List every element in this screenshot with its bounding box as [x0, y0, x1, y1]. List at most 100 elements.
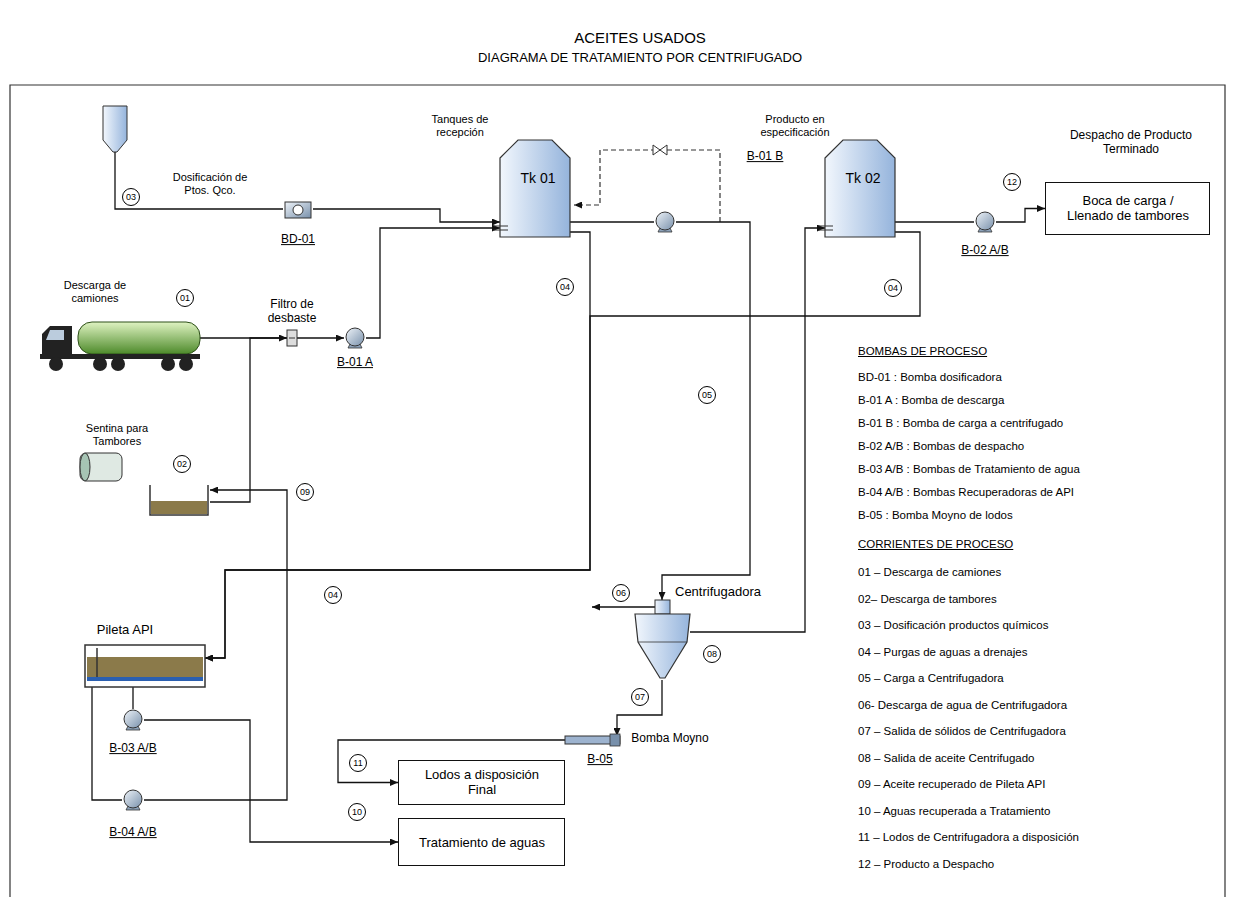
node-label: Centrifugadora: [675, 585, 761, 600]
tanker-truck: Descarga de camiones: [40, 318, 200, 372]
callout-number: 02: [173, 455, 191, 473]
node-label: Bomba Moyno: [631, 732, 708, 746]
drum-sump: Sentina para Tambores: [75, 425, 210, 517]
recirculation-line: [574, 150, 720, 222]
legend-heading: BOMBAS DE PROCESO: [858, 345, 987, 358]
filter: Filtro de desbaste: [287, 328, 297, 348]
legend-item: B-01 A : Bomba de descarga: [858, 394, 1004, 407]
tank: Tanques de recepciónTk 01: [500, 140, 570, 237]
pump: B-04 A/B: [122, 789, 144, 811]
legend-item: 01 – Descarga de camiones: [858, 566, 1001, 579]
process-line: [297, 337, 344, 338]
node-label: Filtro de desbaste: [257, 298, 327, 326]
dosing-pump-symbol: [283, 198, 313, 220]
legend-item: BD-01 : Bomba dosificadora: [858, 371, 1002, 384]
legend-item: B-02 A/B : Bombas de despacho: [858, 440, 1024, 453]
process-line: [617, 680, 662, 736]
callout-number: 04: [324, 586, 342, 604]
node-label: Tanques de recepción: [421, 113, 499, 138]
centrifuge: Centrifugadora: [635, 600, 690, 680]
process-line: [313, 209, 500, 222]
process-line: [996, 209, 1045, 223]
moyno-pump-symbol: [565, 736, 620, 744]
callout-number: 04: [556, 278, 574, 296]
callout-number: 07: [631, 688, 649, 706]
legend-item: B-03 A/B : Bombas de Tratamiento de agua: [858, 463, 1080, 476]
legend-item: B-05 : Bomba Moyno de lodos: [858, 509, 1013, 522]
node-label: Producto en especificación: [751, 113, 839, 138]
tank: Producto en especificaciónTk 02: [825, 140, 895, 237]
pump-tag: B-04 A/B: [109, 826, 156, 840]
legend-item: B-04 A/B : Bombas Recuperadoras de API: [858, 486, 1074, 499]
tanker-truck: [40, 318, 200, 372]
pump: B-02 A/B: [974, 211, 996, 233]
process-line: [205, 232, 920, 658]
pump-symbol: [122, 789, 144, 811]
legend-item: 12 – Producto a Despacho: [858, 858, 994, 871]
callout-number: 12: [1003, 173, 1021, 191]
centrifuge-symbol: [635, 600, 690, 680]
legend-item: 08 – Salida de aceite Centrifugado: [858, 752, 1034, 765]
callout-number: 08: [703, 645, 721, 663]
legend-item: 09 – Aceite recuperado de Pileta API: [858, 778, 1045, 791]
callout-number: 10: [348, 803, 366, 821]
pump: B-01 B: [654, 211, 676, 233]
callout-number: 09: [296, 483, 314, 501]
process-box: Despacho de Producto TerminadoBoca de ca…: [1045, 182, 1210, 235]
pump-tag: B-02 A/B: [961, 244, 1008, 258]
legend-item: 05 – Carga a Centrifugadora: [858, 672, 1004, 685]
process-box: Tratamiento de aguas: [398, 818, 565, 866]
callout-number: 01: [176, 289, 194, 307]
api-basin: [85, 645, 205, 687]
pump-symbol: [122, 709, 144, 731]
process-line: [205, 232, 590, 658]
process-line: [690, 228, 825, 632]
legend-item: 02– Descarga de tambores: [858, 593, 997, 606]
tank-shape: [825, 140, 895, 237]
legend-item: B-01 B : Bomba de carga a centrifugado: [858, 417, 1063, 430]
callout-number: 04: [884, 279, 902, 297]
process-line: [210, 338, 287, 502]
legend-item: 06- Descarga de agua de Centrifugadora: [858, 699, 1067, 712]
legend-item: 11 – Lodos de Centrifugadora a disposici…: [858, 831, 1079, 844]
dosing-pump: BD-01: [283, 198, 313, 220]
moyno-pump: Bomba MoynoB-05: [565, 736, 620, 744]
pump-tag: B-05: [587, 753, 612, 767]
diagram-title: ACEITES USADOS: [574, 29, 706, 46]
pump-tag: B-03 A/B: [109, 742, 156, 756]
box-text: Lodos a disposición Final: [417, 768, 547, 798]
node-label: Pileta API: [97, 623, 153, 638]
pump-tag: BD-01: [281, 233, 315, 247]
node-label: Sentina para Tambores: [77, 422, 157, 447]
filter-symbol: [287, 328, 297, 348]
legend-item: 04 – Purgas de aguas a drenajes: [858, 646, 1027, 659]
dosing-hopper: [103, 106, 127, 152]
legend-item: 07 – Salida de sólidos de Centrifugadora: [858, 725, 1066, 738]
legend-item: 03 – Dosificación productos químicos: [858, 619, 1049, 632]
process-line: [570, 221, 654, 222]
pump: B-01 A: [344, 327, 366, 349]
water-outlet-line: [592, 606, 655, 607]
process-line: [895, 221, 974, 222]
diagram-subtitle: DIAGRAMA DE TRATAMIENTO POR CENTRIFUGADO: [478, 51, 802, 66]
pump-symbol: [654, 211, 676, 233]
stream-label: Dosificación de Ptos. Qco.: [165, 171, 255, 196]
callout-number: 06: [612, 584, 630, 602]
node-label: Tk 01: [520, 170, 555, 186]
process-box: Lodos a disposición Final: [398, 760, 565, 805]
node-label: Despacho de Producto Terminado: [1056, 129, 1206, 157]
node-label: Tk 02: [845, 170, 880, 186]
process-line: [662, 222, 750, 600]
pump-tag: B-01 A: [337, 356, 373, 370]
callout-number: 05: [698, 386, 716, 404]
callout-number: 11: [349, 754, 367, 772]
dosing-line: [115, 152, 283, 209]
tank-shape: [500, 140, 570, 237]
box-text: Boca de carga / Llenado de tambores: [1058, 194, 1198, 224]
process-line: [366, 228, 500, 338]
callout-number: 03: [122, 188, 140, 206]
node-label: Descarga de camiones: [55, 279, 135, 304]
